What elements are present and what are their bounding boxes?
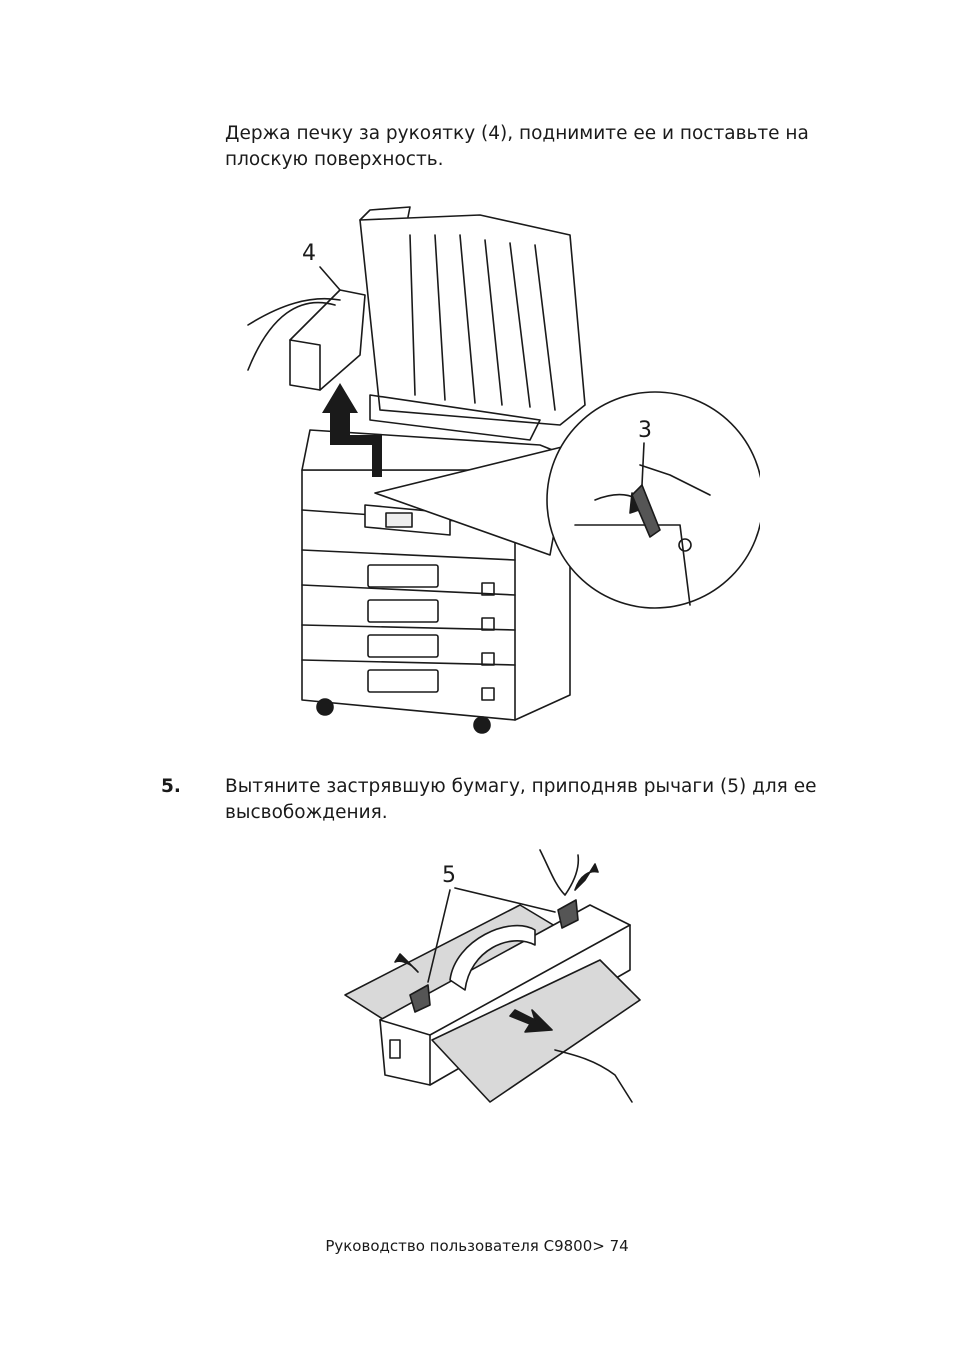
callout-5: 5 — [442, 863, 456, 888]
printer-fuser-removal-illustration: 4 3 — [247, 206, 760, 734]
lever-up-arrow-right-icon — [574, 863, 599, 891]
callout-3: 3 — [638, 418, 652, 443]
lift-arrow-icon — [322, 383, 382, 477]
page-footer: Руководство пользователя C9800> 74 — [325, 1237, 629, 1255]
callout-4: 4 — [302, 241, 316, 266]
lever-up-arrow-left-icon — [394, 953, 419, 973]
release-lever-left — [409, 984, 431, 1013]
hand-bottom — [554, 1049, 633, 1103]
step-number: 5. — [161, 776, 181, 797]
detail-zoom-circle — [546, 391, 760, 609]
instruction-text-fuser-lift: Держа печку за рукоятку (4), поднимите е… — [225, 123, 809, 170]
hand-top — [539, 849, 580, 896]
fuser-unit — [247, 289, 366, 391]
release-lever-right — [557, 899, 579, 929]
fuser-paper-jam-illustration: 5 — [344, 849, 641, 1103]
step-5-text: Вытяните застрявшую бумагу, приподняв ры… — [225, 776, 817, 823]
pull-paper-arrow-icon — [509, 1009, 553, 1033]
